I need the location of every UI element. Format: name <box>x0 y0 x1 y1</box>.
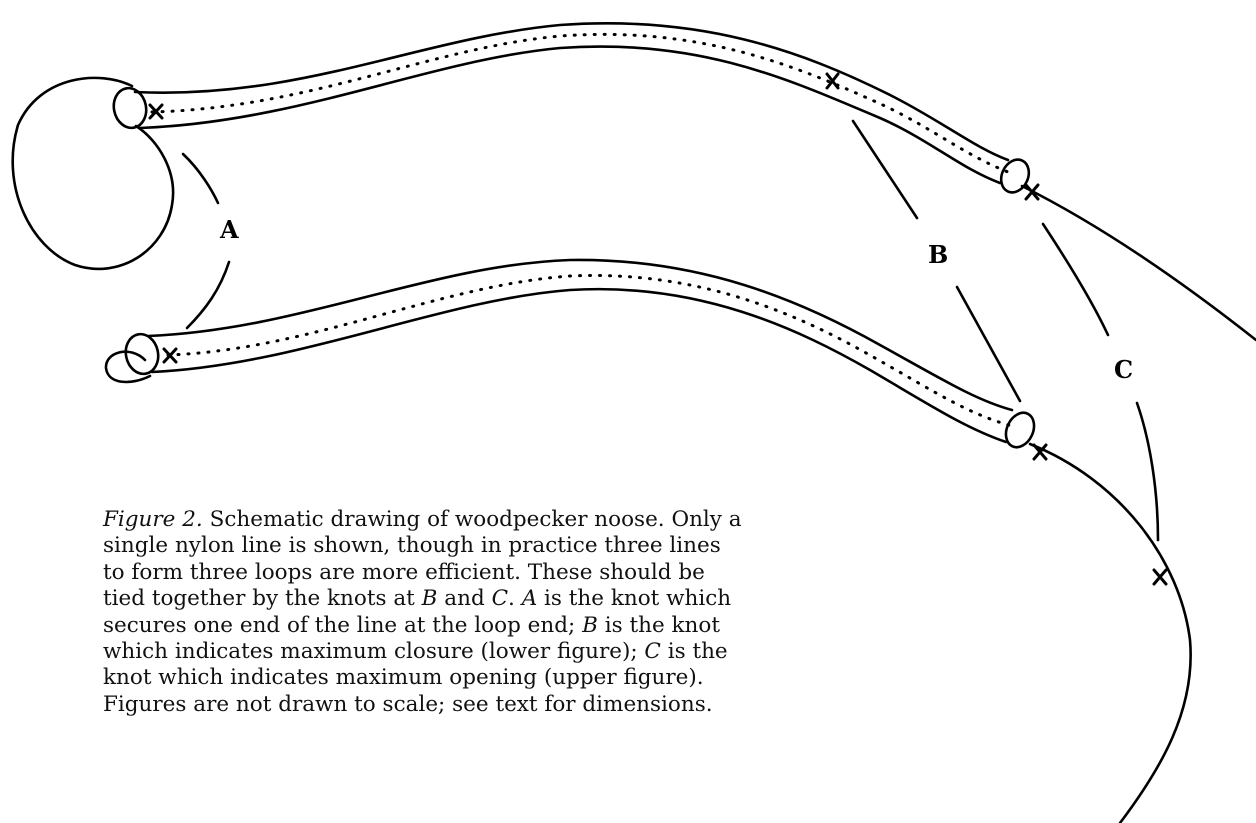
label-a: A <box>219 215 239 244</box>
caption-text: is the knot which secures one end of the… <box>103 586 732 638</box>
caption-ref-b: B <box>421 586 438 612</box>
knot-b-upper <box>825 72 840 90</box>
tube-outline-top <box>146 258 1014 412</box>
knot-c-upper <box>1024 183 1040 201</box>
leader-b-top <box>851 119 919 220</box>
tube-end-left <box>124 332 160 376</box>
caption-ref-a: A <box>521 586 538 612</box>
leader-a-top <box>181 152 220 205</box>
caption-ref-c: C <box>491 586 509 612</box>
label-c: C <box>1114 355 1133 384</box>
tube-outline-bottom <box>150 287 1008 444</box>
figure-caption: Figure 2. Schematic drawing of woodpecke… <box>103 507 743 718</box>
tube-end-left <box>112 86 148 130</box>
closed-loop <box>104 350 152 384</box>
caption-text: is the knot which indicates maximum open… <box>103 639 728 717</box>
caption-ref-b: B <box>582 612 598 638</box>
knot-c-lower <box>1152 568 1168 586</box>
caption-text: . <box>508 586 522 612</box>
leader-a-bottom <box>185 260 231 330</box>
leader-lines <box>181 119 1160 542</box>
knot-a-lower <box>162 347 178 364</box>
caption-figure-number: Figure 2. <box>103 507 203 532</box>
caption-text: is the knot which indicates maximum clos… <box>103 612 720 665</box>
leader-c-top <box>1041 222 1110 337</box>
tube-outline-bottom <box>138 45 1002 185</box>
line-inside-tube <box>166 273 1014 428</box>
label-b: B <box>928 240 948 269</box>
leader-b-bottom <box>955 285 1022 403</box>
tube-end-right <box>999 158 1031 194</box>
leader-c-bottom <box>1135 401 1160 542</box>
lower-noose <box>104 258 1192 823</box>
upper-noose <box>11 21 1256 342</box>
line-tail <box>1020 184 1256 342</box>
noose-loop <box>11 76 175 271</box>
line-tail <box>1028 442 1192 823</box>
line-inside-tube <box>150 32 1010 174</box>
caption-text: Schematic drawing of woodpecker noose. O… <box>103 507 742 612</box>
tube-outline-top <box>133 21 1010 162</box>
knot-b-lower <box>1032 443 1048 461</box>
knot-a-upper <box>148 103 164 120</box>
caption-text: and <box>437 586 492 612</box>
caption-ref-c: C <box>644 639 661 665</box>
